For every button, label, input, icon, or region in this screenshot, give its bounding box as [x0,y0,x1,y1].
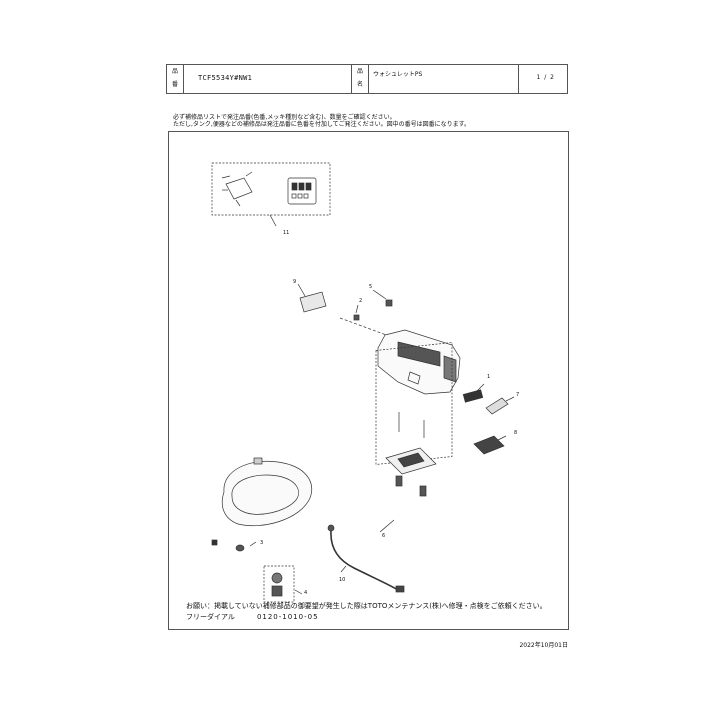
part-11-remote-set [211,162,331,227]
note-line-1: 必ず補修品リストで発注品番(色番,メッキ種別など含む)、数量をご確認ください。 [173,114,396,121]
part-4-valve [263,565,303,603]
callout-4: 4 [304,590,308,596]
diagram-frame [168,131,569,630]
callout-10: 10 [339,577,346,583]
page-number: 1 / 2 [536,74,555,81]
part-number-cell: TCF5534Y#NW1 [184,65,352,93]
page-cell: 1 / 2 [519,65,567,93]
part-8-plate [473,435,507,455]
freedial-line: フリーダイアル 0120-1010-05 [186,612,319,622]
name-label-top: 品 [357,68,364,75]
callout-1: 1 [487,374,491,380]
callout-8: 8 [514,430,518,436]
freedial-label: フリーダイアル [186,613,235,621]
note-line-2: ただし,タンク,便器などの補修品は発注品番に色番を付加してご発注ください。図中の… [173,121,471,128]
part-7-cover [485,396,515,415]
callout-6: 6 [382,533,386,539]
part-6-mounting-set [375,342,453,533]
product-name-label-cell: 品 名 [352,65,369,93]
callout-3: 3 [260,540,264,546]
part-label-bottom: 番 [172,81,179,88]
part-9-bracket [297,283,327,313]
name-label-bottom: 名 [357,81,364,88]
callout-2: 2 [359,298,363,304]
part-number-label-cell: 品 番 [167,65,184,93]
callout-5: 5 [369,284,373,290]
callout-7: 7 [516,392,520,398]
product-name: ウォシュレットPS [373,71,423,78]
freedial-number: 0120-1010-05 [256,613,319,621]
part-1-part [462,383,485,403]
contact-note: お願い：掲載していない補修部品の御要望が発生した際はTOTOメンテナンス(株)へ… [186,602,547,610]
part-10-hose [327,524,405,593]
publication-date: 2022年10月01日 [519,642,568,649]
header-table: 品 番 TCF5534Y#NW1 品 名 ウォシュレットPS 1 / 2 [166,64,568,94]
main-unit-body [377,329,461,395]
part-5-cap [372,289,393,307]
toilet-seat [211,457,312,552]
callout-11: 11 [283,230,290,236]
part-label-top: 品 [172,68,179,75]
part-number: TCF5534Y#NW1 [198,74,253,82]
part-2-screw [353,304,360,321]
product-name-cell: ウォシュレットPS [369,65,519,93]
callout-9: 9 [293,279,297,285]
